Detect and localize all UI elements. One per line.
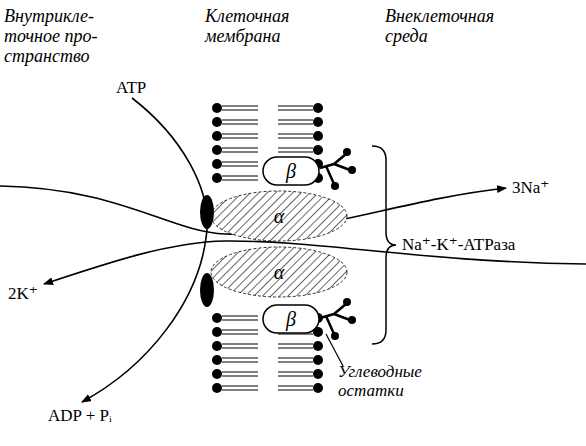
subunit-fill [211,247,347,297]
lipid-tail [278,344,313,348]
lipid-tail [278,120,313,124]
region-heading: Внутрикле- точное про- странство [4,6,116,66]
subunit-label: β [262,156,320,186]
carbohydrate-residue [331,182,339,190]
anchor-oval [200,195,214,229]
subunit-outline [263,157,319,185]
molecule-label: ATP [116,78,146,97]
carbohydrate-residue [343,148,351,156]
subunit-outline [263,305,319,333]
lipid-head [212,355,222,365]
lipid-tail [278,106,313,110]
carbohydrate-residue [348,316,356,324]
part-label: Углеводные остатки [338,362,448,400]
lipid-head [212,159,222,169]
lipid-tail [222,120,258,124]
lipid-tail [222,316,258,320]
lipid-tail [278,386,313,390]
subunit-label: α [210,190,348,242]
molecule-label: ADP + Pᵢ [48,406,112,425]
subunit-label: β [262,304,320,334]
lipid-head [212,131,222,141]
carbohydrate-chain [320,154,350,184]
lipid-head [212,369,222,379]
lipid-tail [222,148,258,152]
lipid-head [212,313,222,323]
subunit-hatch [211,247,347,297]
lipid-head [313,383,323,393]
lipid-head [212,327,222,337]
lipid-head [212,117,222,127]
ion-label: 2K⁺ [8,284,38,303]
carbohydrate-residue [343,298,351,306]
lipid-tail [222,176,258,180]
subunit-label: α [210,246,348,298]
lipid-head [313,117,323,127]
lipid-tail [222,330,258,334]
alpha-subunit: α [210,190,348,242]
lipid-head [313,145,323,155]
region-heading: Внеклеточная среда [385,6,520,46]
lipid-head [212,173,222,183]
beta-subunit: β [262,156,320,186]
atp-hydrolysis-arrow [82,98,207,402]
lipid-head [313,103,323,113]
lipid-tail [222,344,258,348]
lipid-head [313,369,323,379]
lipid-head [313,355,323,365]
lipid-head [212,383,222,393]
lipid-tail [222,358,258,362]
lipid-tail [222,162,258,166]
lipid-head [313,341,323,351]
subunit-fill [211,191,347,241]
carbohydrate-residue [331,332,339,340]
anchor-oval [200,273,214,307]
lipid-tail [222,386,258,390]
lipid-head [212,145,222,155]
lipid-tail [278,358,313,362]
carbohydrate-chain [320,304,350,334]
carbohydrate-residue [348,166,356,174]
lipid-tail [222,372,258,376]
region-heading: Клеточная мембрана [205,6,305,46]
lipid-tail [222,134,258,138]
lipid-head [212,341,222,351]
bracket [372,146,396,344]
subunit-hatch [211,191,347,241]
lipid-tail [278,372,313,376]
lipid-tail [278,134,313,138]
lipid-tail [278,148,313,152]
lipid-tail [222,106,258,110]
enzyme-label: Na⁺-K⁺-ATPаза [402,235,572,254]
alpha-subunit: α [210,246,348,298]
lipid-head [212,103,222,113]
leader-line [326,334,343,366]
beta-subunit: β [262,304,320,334]
ion-label: 3Na⁺ [512,178,549,197]
lipid-head [313,131,323,141]
